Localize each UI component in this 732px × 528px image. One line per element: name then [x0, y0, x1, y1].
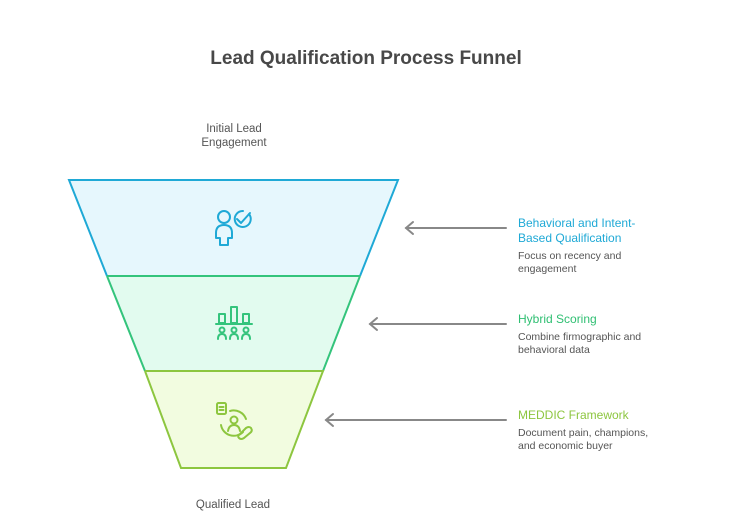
person-check-icon — [215, 209, 252, 246]
document-person-link-icon — [216, 402, 253, 440]
top-stage-label: Initial Lead Engagement — [201, 123, 267, 149]
arrow-layer-2 — [368, 317, 507, 331]
bottom-stage-label: Qualified Lead — [195, 499, 271, 511]
funnel-layer-3 — [145, 371, 323, 468]
layer-3-heading: MEDDIC Framework — [518, 408, 629, 422]
layer-2-heading: Hybrid Scoring — [518, 312, 597, 326]
layer-1-description: Behavioral and Intent-Based Qualificatio… — [518, 216, 668, 276]
arrow-layer-3 — [324, 413, 507, 427]
layer-2-description: Hybrid Scoring Combine firmographic and … — [518, 312, 668, 357]
funnel-layer-3-outline — [144, 370, 325, 469]
funnel-layer-1-outline — [67, 179, 400, 277]
funnel-layer-2-right-edge — [322, 275, 361, 372]
funnel-layer-1 — [69, 180, 398, 276]
layer-2-body: Combine firmographic and behavioral data — [518, 331, 642, 356]
layer-1-body: Focus on recency and engagement — [518, 250, 622, 275]
layer-3-body: Document pain, champions, and economic b… — [518, 427, 649, 452]
layer-1-heading: Behavioral and Intent-Based Qualificatio… — [518, 216, 636, 245]
layer-3-description: MEDDIC Framework Document pain, champion… — [518, 408, 668, 453]
bar-chart-people-icon — [215, 306, 253, 340]
arrow-layer-1 — [404, 221, 507, 235]
funnel-layer-2-left-edge — [106, 275, 146, 372]
diagram-title: Lead Qualification Process Funnel — [210, 48, 522, 69]
